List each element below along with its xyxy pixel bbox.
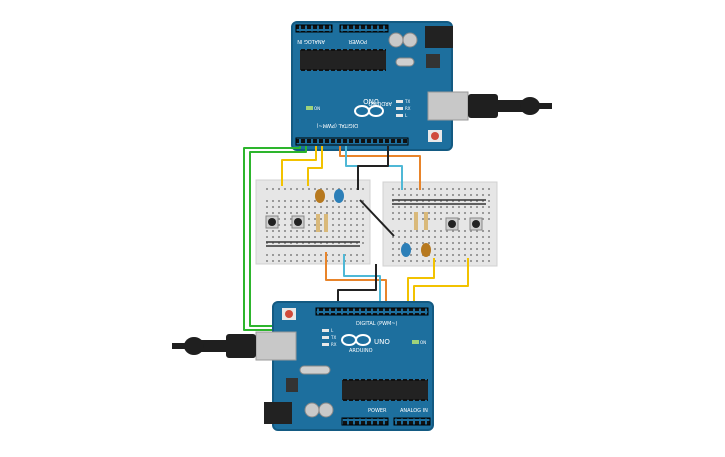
infinity-logo-bottom (341, 334, 371, 346)
board-bottom-analog-label: ANALOG IN (400, 408, 428, 414)
board-top-analog-label: ANALOG IN (297, 38, 325, 44)
wire-black-3[interactable] (337, 264, 377, 310)
wire-yellow-3[interactable] (407, 258, 435, 310)
board-bottom-digital-label: DIGITAL (PWM~) (356, 321, 398, 327)
push-button-right-2-cap (472, 220, 480, 228)
led-l-bottom (322, 329, 329, 332)
usb-plug-bottom (255, 331, 297, 361)
usb-cord-bottom (172, 343, 186, 349)
resistor-right-2 (424, 212, 428, 230)
wire-black-1[interactable] (357, 146, 389, 190)
usb-end-bottom (184, 337, 204, 355)
wire-orange-2[interactable] (325, 252, 387, 310)
header-digital-bottom (315, 307, 429, 316)
chip-pins-top (300, 48, 386, 51)
capacitor-bottom-1 (304, 402, 320, 418)
header-top-a (295, 24, 333, 33)
wire-yellow-2[interactable] (307, 146, 323, 186)
led-rx-top (396, 107, 403, 110)
board-top-model: UNO (363, 97, 379, 105)
led-tx-top (396, 100, 403, 103)
board-top-rx: RX (405, 106, 411, 111)
board-bottom-tx: TX (330, 335, 336, 340)
board-bottom-power-label: POWER (368, 408, 387, 414)
usb-plug-top (427, 91, 469, 121)
wire-yellow-4[interactable] (413, 258, 469, 310)
board-top-l: L (405, 113, 408, 118)
usb-housing-top (468, 94, 498, 118)
header-analog-bottom (393, 417, 431, 426)
crystal-top (395, 57, 415, 67)
led-on-bottom (412, 340, 419, 344)
chip-bottom-pins-bottom (342, 399, 428, 402)
led-l-top (396, 114, 403, 117)
bb-left-rail-bottom (262, 252, 364, 262)
header-digital-top (295, 137, 409, 146)
breadboard-left[interactable] (255, 179, 371, 265)
board-bottom-l: L (331, 328, 334, 333)
usb-cable-icon (427, 91, 552, 121)
arduino-bottom[interactable]: DIGITAL (PWM~) UNO ARDUINO TX RX L ON PO… (264, 301, 434, 431)
push-button-left-2-cap (294, 218, 302, 226)
board-top-digital-label: DIGITAL (PWM~) (316, 122, 358, 128)
bb-left-grid-a (262, 198, 364, 222)
push-button-right-1-cap (448, 220, 456, 228)
regulator-bottom (286, 378, 298, 392)
board-top-brand: ARDUINO (368, 100, 392, 106)
board-bottom-brand: ARDUINO (349, 348, 373, 354)
usb-housing-bottom (226, 334, 256, 358)
arduino-top[interactable]: POWER ANALOG IN UNO ARDUINO ON TX RX L (291, 21, 453, 151)
led-rx-bottom (322, 343, 329, 346)
chip-pins-bottom (300, 69, 386, 72)
dc-jack-icon (425, 26, 453, 48)
dc-jack-bottom (264, 402, 292, 424)
resistor-left-2 (324, 214, 328, 232)
board-top-tx: TX (404, 99, 410, 104)
resistor-right-1 (414, 212, 418, 230)
led-amber-right (421, 243, 431, 257)
header-top-b (339, 24, 389, 33)
capacitor-top-2 (402, 32, 418, 48)
wire-yellow-1[interactable] (281, 146, 317, 186)
usb-strain-top (498, 100, 524, 112)
crystal-bottom (299, 365, 331, 375)
microcontroller-bottom (342, 380, 428, 400)
led-on-top (306, 106, 313, 110)
reset-button-cap (431, 132, 439, 140)
header-power-bottom (341, 417, 389, 426)
wire-cyan-2[interactable] (343, 254, 381, 310)
wire-orange-1[interactable] (339, 146, 421, 190)
usb-strain-bottom (200, 340, 226, 352)
chip-bottom-pins-top (342, 378, 428, 381)
regulator-top (426, 54, 440, 68)
usb-cord-top (538, 103, 552, 109)
bb-right-rail-bottom (389, 254, 491, 264)
breadboard-right[interactable] (382, 181, 498, 267)
capacitor-top-1 (388, 32, 404, 48)
board-top-on-label: ON (314, 106, 320, 111)
board-top-power-label: POWER (348, 38, 367, 44)
bb-left-grid-b (262, 224, 364, 248)
bb-left-rail-top (262, 184, 364, 194)
resistor-left-1 (316, 214, 320, 232)
led-blue-left (334, 189, 344, 203)
board-bottom-model: UNO (374, 338, 390, 346)
bb-right-rail-top (389, 186, 491, 196)
reset-button-bottom-cap (285, 310, 293, 318)
capacitor-bottom-2 (318, 402, 334, 418)
infinity-logo (354, 105, 384, 117)
usb-end-top (520, 97, 540, 115)
microcontroller-top (300, 50, 386, 70)
wire-black-2[interactable] (359, 199, 395, 237)
board-bottom-on-label: ON (420, 340, 426, 345)
push-button-left-1-cap (268, 218, 276, 226)
board-bottom-rx: RX (331, 342, 337, 347)
led-amber-left (315, 189, 325, 203)
led-blue-right (401, 243, 411, 257)
usb-cable-bottom (172, 331, 297, 361)
led-tx-bottom (322, 336, 329, 339)
